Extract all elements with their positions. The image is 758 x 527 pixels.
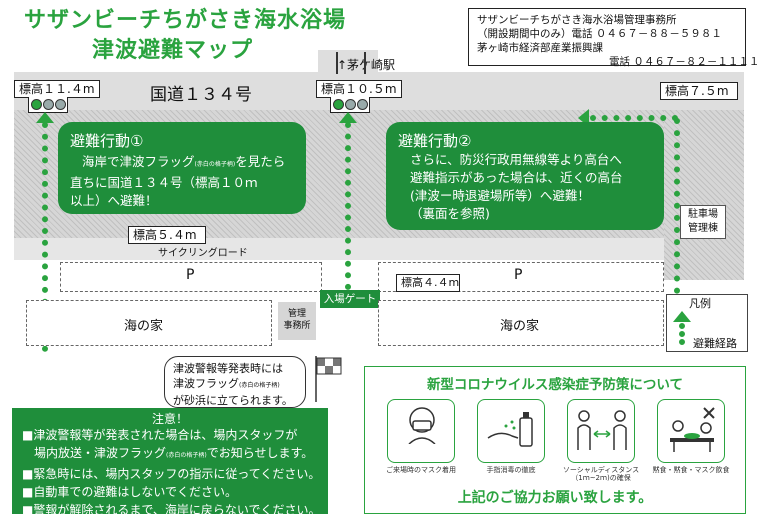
covid-tile-silent-eating bbox=[657, 399, 725, 463]
traffic-signal-west bbox=[28, 97, 68, 113]
office-name: サザンビーチちがさき海水浴場管理事務所 bbox=[477, 14, 677, 26]
city-phone: 電話 ０４６７－８２－１１１１ bbox=[609, 56, 758, 68]
notice-item-1-note: (赤白の格子柄) bbox=[166, 452, 207, 459]
elevation-label-11-4: 標高１１.４m bbox=[14, 80, 100, 98]
road-to-station bbox=[318, 50, 378, 74]
bubble-line3: が砂浜に立てられます。 bbox=[173, 394, 293, 407]
beach-house-east-label: 海の家 bbox=[500, 319, 540, 334]
evacuation-action-1: 避難行動① 海岸で津波フラッグ(赤白の格子柄)を見たら 直ちに国道１３４号（標高… bbox=[58, 122, 306, 214]
covid-footer: 上記のご協力お願い致します。 bbox=[457, 490, 653, 506]
notice-box: 注意！ ■津波警報等が発表された場合は、場内スタッフが 場内放送・津波フラッグ(… bbox=[12, 408, 328, 517]
evacuation-route-east bbox=[674, 118, 680, 318]
action-1-note: (赤白の格子柄) bbox=[194, 161, 236, 168]
action-1-line2: 直ちに国道１３４号（標高１０ｍ bbox=[70, 175, 258, 190]
parking-management-building: 駐車場 管理棟 bbox=[680, 205, 726, 239]
bubble-line2: 津波フラッグ bbox=[173, 377, 239, 390]
silent-eating-icon bbox=[670, 407, 715, 452]
route-arrow-left-icon bbox=[578, 109, 589, 127]
elevation-label-7-5: 標高７.５m bbox=[660, 82, 738, 100]
management-office: 管理 事務所 bbox=[278, 302, 316, 340]
social-distance-icon bbox=[577, 410, 627, 450]
beach-house-west-label: 海の家 bbox=[124, 319, 164, 334]
city-department: 茅ヶ崎市経済部産業振興課 bbox=[477, 42, 603, 54]
station-road-line-right bbox=[364, 52, 366, 74]
signal-lamp-icon bbox=[356, 99, 368, 110]
station-road-line-left bbox=[336, 52, 338, 74]
signal-lamp-icon bbox=[42, 99, 54, 110]
notice-title: 注意！ bbox=[151, 412, 188, 426]
parking-label-west: P bbox=[186, 267, 195, 283]
covid-caption-distance-a: ソーシャルディスタンス bbox=[562, 466, 640, 474]
national-route-label: 国道１３４号 bbox=[150, 85, 252, 105]
notice-item-3: ■自動車での避難はしないでください。 bbox=[22, 485, 237, 499]
action-2-line4: （裏面を参照) bbox=[410, 206, 490, 221]
bubble-note: (赤白の格子柄) bbox=[239, 382, 280, 389]
cycling-road-label: サイクリングロード bbox=[158, 248, 248, 259]
hand-sanitizer-icon bbox=[487, 412, 533, 447]
beach-house-east bbox=[378, 300, 664, 346]
legend-title: 凡例 bbox=[689, 297, 711, 310]
covid-caption-sanitizer: 手指消毒の徹底 bbox=[486, 466, 536, 474]
entrance-gate: 入場ゲート bbox=[320, 290, 380, 308]
covid-tile-mask bbox=[387, 399, 455, 463]
action-1-text-b: を見たら bbox=[235, 154, 286, 169]
route-arrow-up-icon bbox=[36, 112, 54, 123]
map-title-line1: サザンビーチちがさき海水浴場 bbox=[24, 8, 347, 33]
tsunami-flag-bubble: 津波警報等発表時には 津波フラッグ(赤白の格子柄) が砂浜に立てられます。 bbox=[164, 356, 306, 408]
legend-box: 凡例 避難経路 bbox=[666, 294, 748, 352]
mask-icon bbox=[408, 407, 436, 444]
action-2-heading: 避難行動② bbox=[398, 132, 472, 150]
action-1-text-a: 海岸で津波フラッグ bbox=[82, 154, 195, 169]
office-phone: （開設期間中のみ）電話 ０４６７－８８－５９８１ bbox=[477, 28, 722, 40]
beach-house-west bbox=[26, 300, 272, 346]
station-direction-label: ↑茅ケ崎駅 bbox=[337, 58, 396, 72]
traffic-signal-center bbox=[330, 97, 370, 113]
evacuation-route-center bbox=[345, 122, 351, 290]
legend-route-arrow-icon bbox=[673, 311, 691, 322]
covid-caption-silent-eating: 黙食・黙食・マスク飲食 bbox=[652, 466, 730, 474]
legend-route-label: 避難経路 bbox=[693, 337, 737, 350]
signal-lamp-icon bbox=[344, 99, 356, 110]
bubble-line1: 津波警報等発表時には bbox=[173, 362, 283, 375]
notice-item-1a: ■津波警報等が発表された場合は、場内スタッフが bbox=[22, 428, 298, 442]
notice-item-1b: 場内放送・津波フラッグ bbox=[22, 446, 167, 460]
evacuation-route-west bbox=[42, 122, 48, 352]
evacuation-route-east-horizontal bbox=[590, 115, 678, 121]
covid-tile-distance bbox=[567, 399, 635, 463]
action-2-line1: さらに、防災行政用無線等より高台へ bbox=[410, 152, 622, 167]
legend-route-line bbox=[679, 323, 685, 345]
signal-lamp-icon bbox=[332, 99, 344, 110]
evacuation-action-2: 避難行動② さらに、防災行政用無線等より高台へ 避難指示があった場合は、近くの高… bbox=[386, 122, 664, 230]
elevation-label-4-4: 標高４.４m bbox=[396, 274, 460, 292]
notice-item-1c: でお知らせします。 bbox=[206, 446, 314, 460]
elevation-label-10-5: 標高１０.５m bbox=[316, 80, 402, 98]
signal-lamp-icon bbox=[54, 99, 66, 110]
action-2-line2: 避難指示があった場合は、近くの高台 bbox=[410, 170, 623, 185]
action-1-heading: 避難行動① bbox=[70, 132, 144, 150]
route-arrow-up-icon bbox=[339, 112, 357, 123]
covid-tile-sanitizer bbox=[477, 399, 545, 463]
tsunami-flag-icon bbox=[315, 356, 342, 402]
parking-label-east: P bbox=[514, 267, 523, 283]
signal-lamp-icon bbox=[30, 99, 42, 110]
cycling-road bbox=[14, 238, 664, 260]
covid-caption-mask: ご来場時のマスク着用 bbox=[386, 466, 456, 474]
notice-item-4: ■警報が解除されるまで、海岸に戻らないでください。 bbox=[22, 503, 321, 517]
office-contact-box: サザンビーチちがさき海水浴場管理事務所 （開設期間中のみ）電話 ０４６７－８８－… bbox=[468, 8, 758, 68]
action-1-line3: 以上）へ避難！ bbox=[70, 193, 158, 208]
elevation-label-5-4: 標高５.４m bbox=[128, 226, 206, 244]
parking-area-west bbox=[60, 262, 322, 292]
covid-prevention-box: 新型コロナウイルス感染症予防策について ご来場時のマスク着用 手指消毒の徹底 bbox=[364, 366, 746, 514]
covid-caption-distance-b: （1ｍ~2ｍ)の確保 bbox=[571, 474, 631, 482]
action-2-line3: (津波ー時退避場所等）へ避難！ bbox=[410, 188, 590, 203]
notice-item-2: ■緊急時には、場内スタッフの指示に従ってください。 bbox=[22, 467, 321, 481]
covid-title: 新型コロナウイルス感染症予防策について bbox=[426, 377, 684, 393]
map-title-line2: 津波避難マップ bbox=[92, 38, 254, 63]
